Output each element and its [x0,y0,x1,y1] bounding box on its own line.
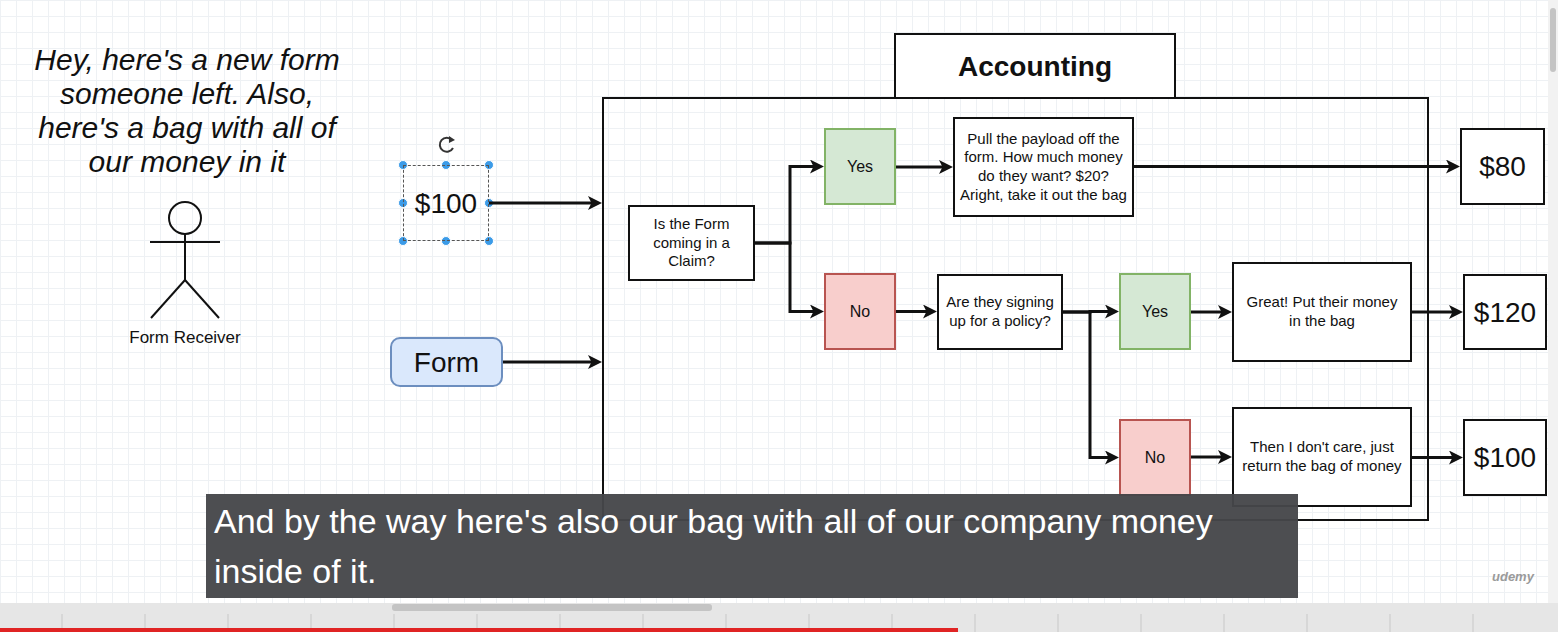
flow-arrow [896,166,943,169]
group-heading-tab: Accounting [894,33,1176,99]
figure-leg [151,280,185,318]
watermark: udemy [1492,569,1552,584]
box-text: Then I don't care, just return the bag o… [1239,438,1405,476]
rotate-icon-head [449,136,455,143]
box-text: $100 [1474,440,1536,475]
box-text: Great! Put their money in the bag [1239,293,1405,331]
flow-arrow [489,202,592,205]
process-box: Pull the payload off the form. How much … [953,117,1134,217]
flow-arrow [755,167,814,244]
tab-divider [1307,614,1308,632]
scrollbar-track [1548,0,1558,603]
flow-arrow [1063,312,1109,458]
box-text: $120 [1474,295,1536,330]
figure-head [169,202,201,234]
speech-note: Hey, here's a new form someone left. Als… [20,43,354,179]
box-text: No [1145,448,1165,468]
tab-divider [1224,614,1225,632]
group-box: Accounting Is the Form coming in a Claim?… [602,33,1429,521]
no-box: No [824,273,896,350]
flow-arrow [896,310,927,313]
box-text: Yes [847,157,873,177]
box-text: Are they signing up for a policy? [944,293,1056,331]
group-heading: Accounting [958,49,1112,84]
figure-leg [185,280,219,318]
flow-arrow [1412,311,1453,314]
process-box: Great! Put their money in the bag [1232,262,1412,362]
scrollbar-thumb [392,604,712,611]
tab-divider [1390,614,1391,632]
subtitle-caption: And by the way here's also our bag with … [206,494,1298,598]
form-box: Form [390,337,503,387]
no-box: No [1119,419,1191,496]
scrollbar-thumb [1550,8,1556,72]
decision-box: Are they signing up for a policy? [937,274,1063,350]
figure-label: Form Receiver [105,328,265,348]
selection-handle [442,237,451,246]
box-text: $80 [1479,149,1526,184]
tab-divider [1141,614,1142,632]
result-box: $100 [1463,419,1547,496]
decision-box: Is the Form coming in a Claim? [628,205,755,281]
flow-arrow [1191,456,1222,459]
tab-bar [0,603,1558,632]
process-box: Then I don't care, just return the bag o… [1232,407,1412,507]
flow-arrow [755,243,814,312]
result-box: $120 [1463,274,1547,350]
selection-handle [485,237,494,246]
selected-box: $100 [403,165,489,241]
box-text: Is the Form coming in a Claim? [635,215,748,271]
box-text: No [850,302,870,322]
yes-box: Yes [824,128,896,205]
flow-arrow [1191,311,1222,314]
tab-divider [1473,614,1474,632]
flow-arrow [1412,456,1453,459]
box-text: $100 [415,186,477,221]
flow-arrow [503,361,592,364]
box-text: Pull the payload off the form. How much … [960,130,1127,205]
figure-body [184,234,186,280]
tab-divider [1058,614,1059,632]
figure-arms [150,241,220,243]
box-text: Form [414,345,479,380]
tab-divider [975,614,976,632]
yes-box: Yes [1119,273,1191,350]
progress-bar [0,628,958,632]
result-box: $80 [1460,128,1545,205]
flow-arrow [1134,165,1450,168]
box-text: Yes [1142,302,1168,322]
